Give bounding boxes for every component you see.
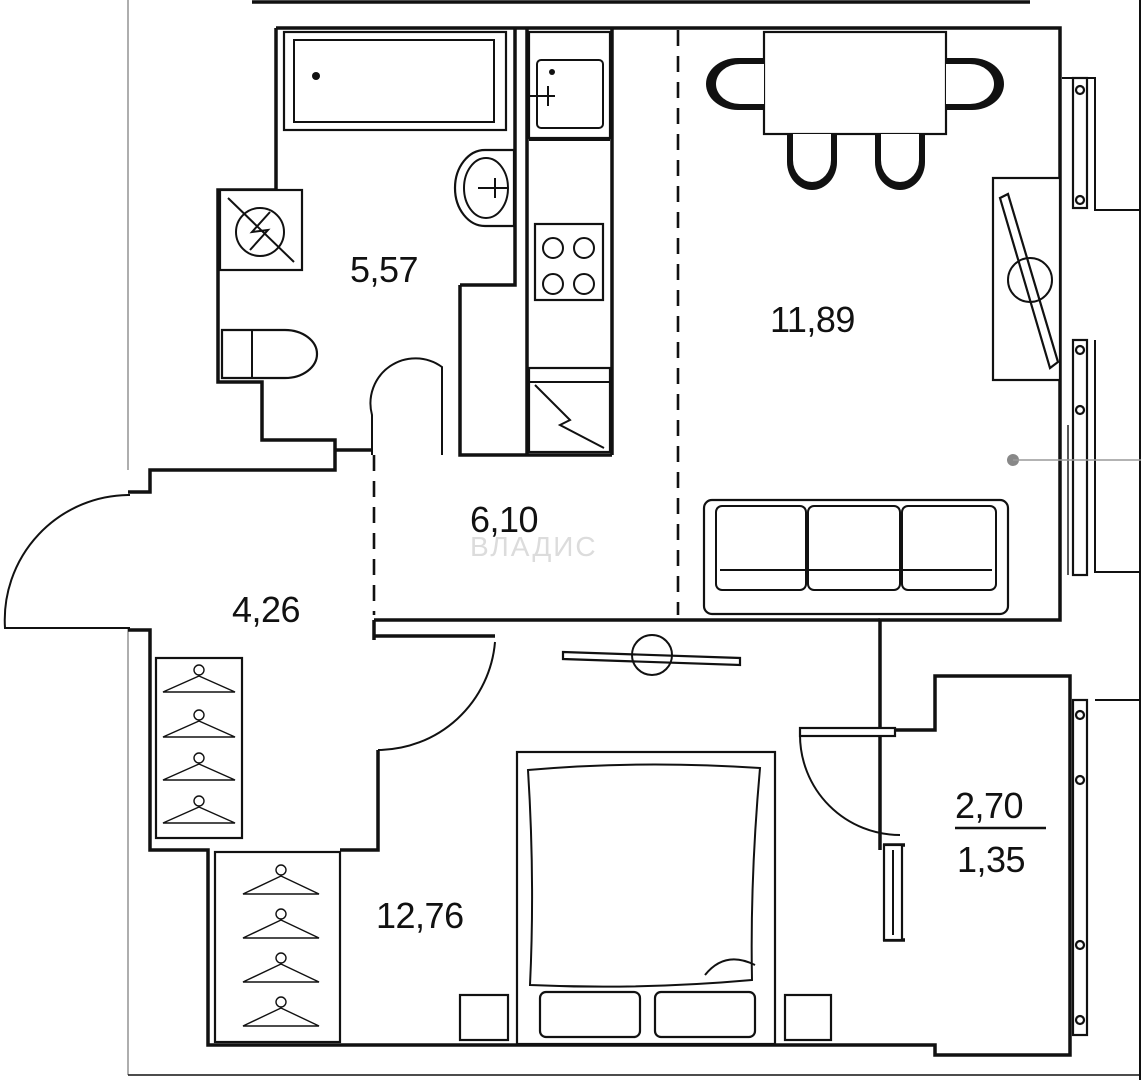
kitchen-sink (536, 59, 604, 129)
bedroom-tv (561, 650, 742, 667)
living-furniture (702, 30, 1141, 616)
doors (3, 357, 901, 836)
kitchen-counter-top (527, 30, 612, 140)
nightstand-left (458, 993, 510, 1042)
area-bedroom: 12,76 (376, 895, 464, 936)
fridge (527, 366, 612, 454)
bedroom-door (377, 641, 496, 751)
watermark-text: ВЛАДИС (470, 531, 598, 562)
area-living-kitchen: 11,89 (770, 299, 855, 340)
window-kitchen-top (1071, 76, 1089, 210)
area-balcony-reduced: 1,35 (957, 839, 1025, 880)
area-bathroom: 5,57 (350, 249, 418, 290)
entrance-door (3, 493, 131, 629)
balcony-door (799, 734, 901, 836)
bathroom-fixtures (218, 30, 516, 380)
area-corridor: 6,10 (470, 499, 538, 540)
bathroom-door (369, 357, 443, 455)
window-kitchen-bottom (1071, 338, 1089, 577)
pillow-right (653, 990, 757, 1039)
kitchen-fixtures (527, 30, 612, 454)
bathtub (282, 30, 508, 132)
windows (1067, 76, 1089, 1037)
area-hallway: 4,26 (232, 589, 300, 630)
area-balcony: 2,70 (955, 785, 1023, 826)
hallway-wardrobe (154, 656, 244, 840)
bedroom-wardrobe (213, 850, 342, 1044)
sofa (702, 498, 1010, 616)
bath-drain (312, 72, 320, 80)
bedroom-furniture (213, 634, 833, 1046)
cooktop (533, 222, 605, 302)
area-labels: 5,57 11,89 6,10 4,26 12,76 2,70 1,35 (232, 249, 1046, 936)
building-context (127, 0, 1141, 1080)
balcony-furniture (882, 843, 904, 942)
toilet (220, 328, 319, 380)
window-balcony (1071, 698, 1089, 1037)
zone-dividers (372, 30, 680, 615)
pillow-left (538, 990, 642, 1039)
dining-table (762, 30, 948, 136)
nightstand-right (783, 993, 833, 1042)
walls (128, 26, 1072, 1057)
